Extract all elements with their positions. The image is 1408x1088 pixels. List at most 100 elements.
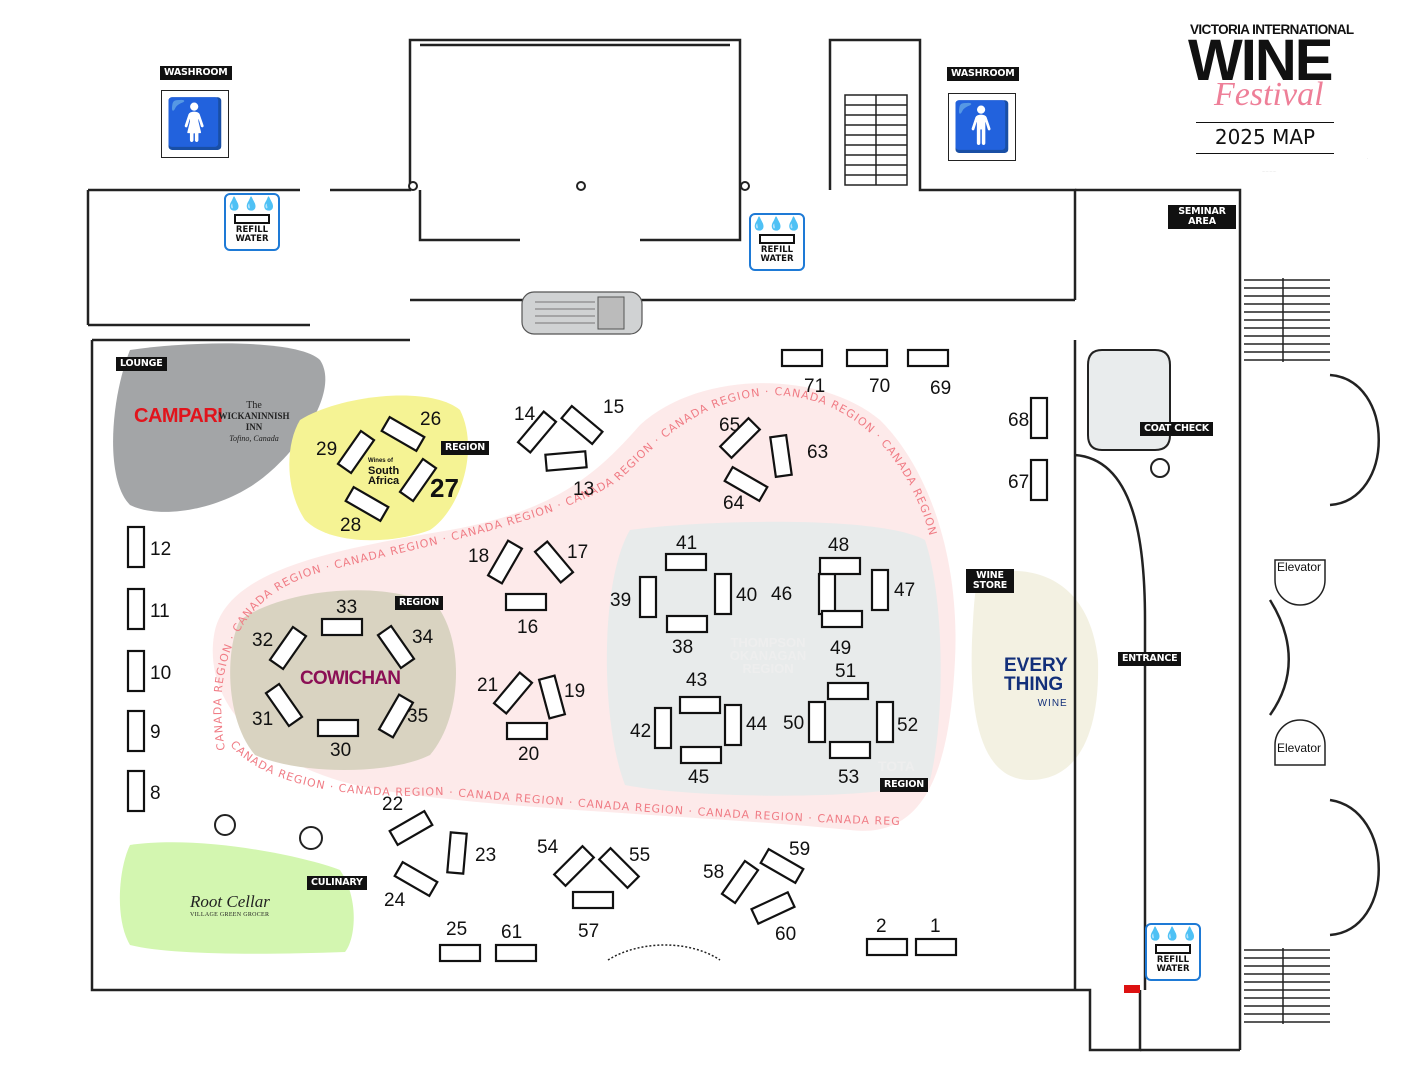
table-number-17: 17: [567, 542, 588, 563]
table-12: [126, 525, 146, 569]
table-10: [126, 649, 146, 693]
wine-store-zone: [971, 570, 1099, 780]
table-number-31: 31: [252, 709, 273, 730]
wines-of-south-africa-logo: Wines of South Africa: [368, 456, 400, 487]
table-number-41: 41: [676, 533, 697, 554]
table-number-46: 46: [771, 584, 792, 605]
culinary-label: CULINARY: [307, 876, 367, 890]
table-16: [504, 592, 548, 612]
lounge-label: LOUNGE: [116, 357, 167, 371]
table-number-45: 45: [688, 767, 709, 788]
table-number-49: 49: [830, 638, 851, 659]
table-number-27: 27: [430, 473, 459, 503]
table-number-50: 50: [783, 713, 804, 734]
table-number-8: 8: [150, 783, 161, 804]
refill-bar-icon: [759, 234, 795, 244]
everything-wine-logo: EVERY THING WINE: [1004, 656, 1068, 713]
refill-label: REFILL: [760, 245, 794, 255]
refill-bar-icon: [1155, 944, 1191, 954]
table-18: [486, 539, 524, 585]
stage-decoration: [607, 944, 721, 961]
table-number-9: 9: [150, 722, 161, 743]
refill-water-station: 💧💧💧 REFILL WATER: [1145, 923, 1201, 981]
cowichan-region-label: REGION: [395, 596, 443, 610]
table-71: [780, 348, 824, 368]
thompson-okanagan-zone: [606, 521, 941, 796]
table-number-30: 30: [330, 740, 351, 761]
table-44: [723, 703, 743, 747]
table-number-38: 38: [672, 637, 693, 658]
table-number-2: 2: [876, 916, 887, 937]
washroom-label-women: WASHROOM: [160, 66, 232, 80]
table-number-18: 18: [468, 546, 489, 567]
table-39: [638, 575, 658, 619]
inn-line-3: Tofino, Canada: [229, 434, 279, 443]
table-number-16: 16: [517, 617, 538, 638]
map-year-title: 2025 MAP: [1196, 122, 1334, 154]
east-curve-bottom: [1329, 798, 1380, 937]
sa-line-2: South: [368, 465, 400, 477]
table-57: [571, 890, 615, 910]
table-9: [126, 709, 146, 753]
table-number-13: 13: [573, 479, 594, 500]
elevator-top: Elevator: [1274, 559, 1326, 606]
table-number-26: 26: [420, 409, 441, 430]
wickaninnish-inn-logo: The WICKANINNISH INN Tofino, Canada: [218, 400, 290, 444]
thompson-okanagan-label: THOMPSON OKANAGAN REGION: [729, 635, 807, 676]
table-number-14: 14: [514, 404, 536, 425]
table-70: [845, 348, 889, 368]
table-33: [320, 617, 364, 637]
stairs-east-top: [1244, 278, 1330, 362]
table-number-69: 69: [930, 378, 951, 399]
lounge-zone: [113, 343, 326, 512]
table-64: [723, 465, 769, 503]
table-number-12: 12: [150, 539, 171, 560]
table-19: [537, 674, 567, 720]
washroom-label-men: WASHROOM: [947, 67, 1019, 81]
table-number-43: 43: [686, 670, 707, 691]
table-number-1: 1: [930, 916, 941, 937]
elevator-bottom: Elevator: [1274, 719, 1326, 766]
table-31: [264, 682, 304, 728]
refill-bar-icon: [234, 214, 270, 224]
table-number-57: 57: [578, 921, 599, 942]
culinary-zone: [119, 842, 354, 954]
table-number-28: 28: [340, 515, 361, 536]
columns: [214, 181, 1170, 850]
table-28: [344, 485, 390, 523]
table-23: [446, 831, 468, 875]
table-number-60: 60: [775, 924, 796, 945]
table-number-68: 68: [1008, 410, 1029, 431]
table-number-33: 33: [336, 597, 357, 618]
table-number-65: 65: [719, 415, 740, 436]
water-label: WATER: [235, 234, 269, 244]
table-number-47: 47: [894, 580, 915, 601]
table-40: [713, 572, 733, 616]
table-13: [544, 450, 588, 472]
table-46: [817, 572, 837, 616]
table-48: [818, 556, 862, 576]
logo-line-1: VICTORIA INTERNATIONAL: [1190, 22, 1354, 37]
table-number-34: 34: [412, 627, 434, 648]
table-number-51: 51: [835, 661, 856, 682]
table-number-22: 22: [382, 794, 403, 815]
sa-line-1: Wines of: [368, 458, 393, 464]
svg-text:Elevator: Elevator: [1277, 560, 1321, 574]
refill-water-station: 💧💧💧 REFILL WATER: [224, 193, 280, 251]
building-wall-right: [1075, 188, 1242, 1052]
table-47: [870, 568, 890, 612]
root-cellar-logo: Root Cellar VILLAGE GREEN GROCER: [190, 892, 270, 918]
refill-label: REFILL: [1156, 955, 1190, 965]
inn-line-2: WICKANINNISH INN: [218, 411, 290, 432]
table-25: [438, 943, 482, 963]
cowichan-logo: COWICHAN: [300, 668, 401, 689]
table-number-70: 70: [869, 376, 890, 397]
table-29: [336, 429, 376, 475]
table-55: [597, 846, 641, 890]
water-drops-icon: 💧💧💧: [226, 197, 278, 212]
table-number-24: 24: [384, 890, 406, 911]
table-24: [393, 860, 439, 898]
table-67: [1029, 458, 1049, 502]
table-26: [380, 415, 426, 453]
men-washroom-icon: 🚹: [948, 93, 1016, 161]
